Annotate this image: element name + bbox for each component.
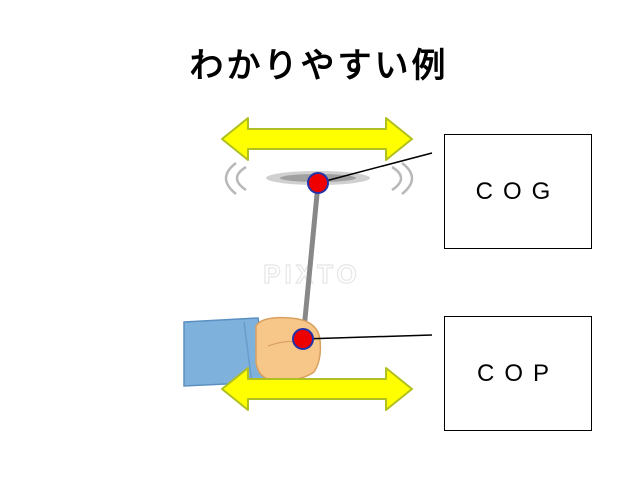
bottom-double-arrow — [221, 367, 413, 411]
hand — [255, 316, 322, 382]
cog-label-box: COG — [444, 134, 592, 249]
cop-label-box: COP — [444, 316, 592, 431]
slide-title: わかりやすい例 — [189, 46, 449, 86]
cop-marker — [292, 328, 314, 350]
top-double-arrow — [221, 117, 413, 161]
cog-marker — [307, 172, 329, 194]
cog-label: COG — [475, 177, 561, 205]
balance-stick — [300, 181, 321, 343]
motion-lines-right — [391, 162, 414, 195]
cop-connector — [302, 334, 433, 340]
motion-lines-left — [224, 162, 247, 195]
cog-connector — [317, 152, 433, 184]
cop-label: COP — [476, 359, 559, 387]
